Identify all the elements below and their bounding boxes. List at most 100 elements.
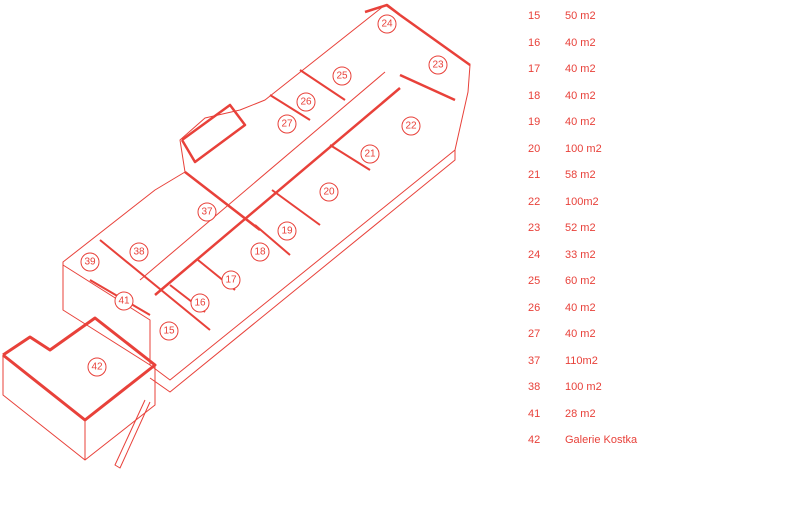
legend-room-number: 17 (528, 63, 541, 75)
legend-room-area: 100 m2 (565, 142, 602, 155)
room-marker-circle (197, 202, 217, 222)
room-marker-26: 26 (296, 92, 316, 112)
room-number-label: 18 (254, 247, 266, 258)
room-marker-23: 23 (428, 55, 448, 75)
room-marker-22: 22 (401, 116, 421, 136)
room-marker-21: 21 (360, 144, 380, 164)
room-number-label: 26 (300, 97, 312, 108)
legend-room-number: 18 (528, 89, 541, 102)
legend-room-area: 28 m2 (565, 407, 596, 420)
room-marker-circle (401, 116, 421, 136)
room-marker-15: 15 (159, 321, 179, 341)
room-number-label: 23 (432, 60, 444, 71)
legend-room-area: 40 m2 (565, 301, 596, 314)
room-marker-circle (296, 92, 316, 112)
legend-row: 38 100 m2 (528, 381, 637, 408)
legend-room-area: 100m2 (565, 195, 599, 208)
legend-room-area: 40 m2 (565, 63, 596, 75)
legend-room-area: 52 m2 (565, 222, 596, 234)
legend-room-area: 60 m2 (565, 275, 596, 287)
legend-room-number: 19 (528, 116, 541, 128)
room-number-label: 22 (405, 121, 417, 132)
room-marker-circle (159, 321, 179, 341)
building-outline (2, 3, 471, 469)
room-marker-circle (129, 242, 149, 262)
legend-room-number: 37 (528, 354, 541, 367)
legend-room-area: 58 m2 (565, 169, 596, 181)
room-marker-circle (80, 252, 100, 272)
room-marker-38: 38 (129, 242, 149, 262)
legend-row: 37 110m2 (528, 355, 637, 382)
room-marker-circle (114, 291, 134, 311)
legend-room-area: 110m2 (565, 354, 598, 367)
room-marker-circle (377, 14, 397, 34)
room-number-label: 41 (118, 296, 130, 307)
room-marker-18: 18 (250, 242, 270, 262)
room-marker-20: 20 (319, 182, 339, 202)
legend-room-area: 33 m2 (565, 248, 596, 261)
room-number-label: 20 (323, 187, 335, 198)
legend-row: 19 40 m2 (528, 116, 637, 143)
room-marker-25: 25 (332, 66, 352, 86)
room-marker-circle (319, 182, 339, 202)
isometric-floor-plan: 24 23 25 26 27 22 21 20 19 37 18 38 39 17 16 41 15 42 (2, 3, 471, 469)
room-number-label: 42 (91, 362, 103, 373)
room-legend: 15 50 m2 16 40 m2 17 40 m2 18 40 m2 19 40 m2 20 100… (528, 10, 637, 461)
room-number-label: 19 (281, 226, 293, 237)
room-marker-circle (221, 270, 241, 290)
room-marker-24: 24 (377, 14, 397, 34)
room-marker-19: 19 (277, 221, 297, 241)
legend-room-number: 38 (528, 381, 541, 393)
room-marker-circle (87, 357, 107, 377)
legend-row: 20 100 m2 (528, 143, 637, 170)
room-number-label: 25 (336, 71, 348, 82)
room-marker-17: 17 (221, 270, 241, 290)
legend-room-number: 24 (528, 248, 541, 261)
room-number-label: 17 (225, 275, 237, 286)
room-number-label: 27 (281, 119, 293, 130)
room-marker-27: 27 (277, 114, 297, 134)
room-marker-circle (277, 221, 297, 241)
legend-row: 18 40 m2 (528, 90, 637, 117)
room-number-label: 39 (84, 257, 96, 268)
room-marker-39: 39 (80, 252, 100, 272)
legend-row: 15 50 m2 (528, 10, 637, 37)
legend-row: 23 52 m2 (528, 222, 637, 249)
legend-row: 16 40 m2 (528, 37, 637, 64)
room-number-label: 21 (364, 149, 376, 160)
room-number-label: 38 (133, 247, 145, 258)
legend-room-number: 27 (528, 328, 541, 340)
legend-room-number: 15 (528, 10, 541, 22)
legend-room-number: 42 (528, 434, 541, 446)
room-marker-circle (190, 293, 210, 313)
legend-room-area: 40 m2 (565, 116, 596, 128)
legend-room-area: 40 m2 (565, 36, 596, 49)
room-number-label: 24 (381, 19, 393, 30)
room-number-label: 37 (201, 207, 213, 218)
room-marker-circle (250, 242, 270, 262)
room-marker-41: 41 (114, 291, 134, 311)
room-marker-circle (277, 114, 297, 134)
legend-room-number: 41 (528, 407, 541, 420)
legend-row: 24 33 m2 (528, 249, 637, 276)
room-marker-42: 42 (87, 357, 107, 377)
legend-row: 22 100m2 (528, 196, 637, 223)
legend-room-number: 16 (528, 36, 541, 49)
room-number-label: 15 (163, 326, 175, 337)
legend-room-area: 50 m2 (565, 10, 596, 22)
legend-row: 41 28 m2 (528, 408, 637, 435)
legend-room-number: 23 (528, 222, 541, 234)
room-number-label: 16 (194, 298, 206, 309)
legend-room-area: 100 m2 (565, 381, 602, 393)
legend-room-number: 22 (528, 195, 541, 208)
legend-room-number: 20 (528, 142, 541, 155)
legend-row: 17 40 m2 (528, 63, 637, 90)
room-marker-37: 37 (197, 202, 217, 222)
room-marker-circle (332, 66, 352, 86)
room-marker-circle (428, 55, 448, 75)
legend-room-area: 40 m2 (565, 89, 596, 102)
